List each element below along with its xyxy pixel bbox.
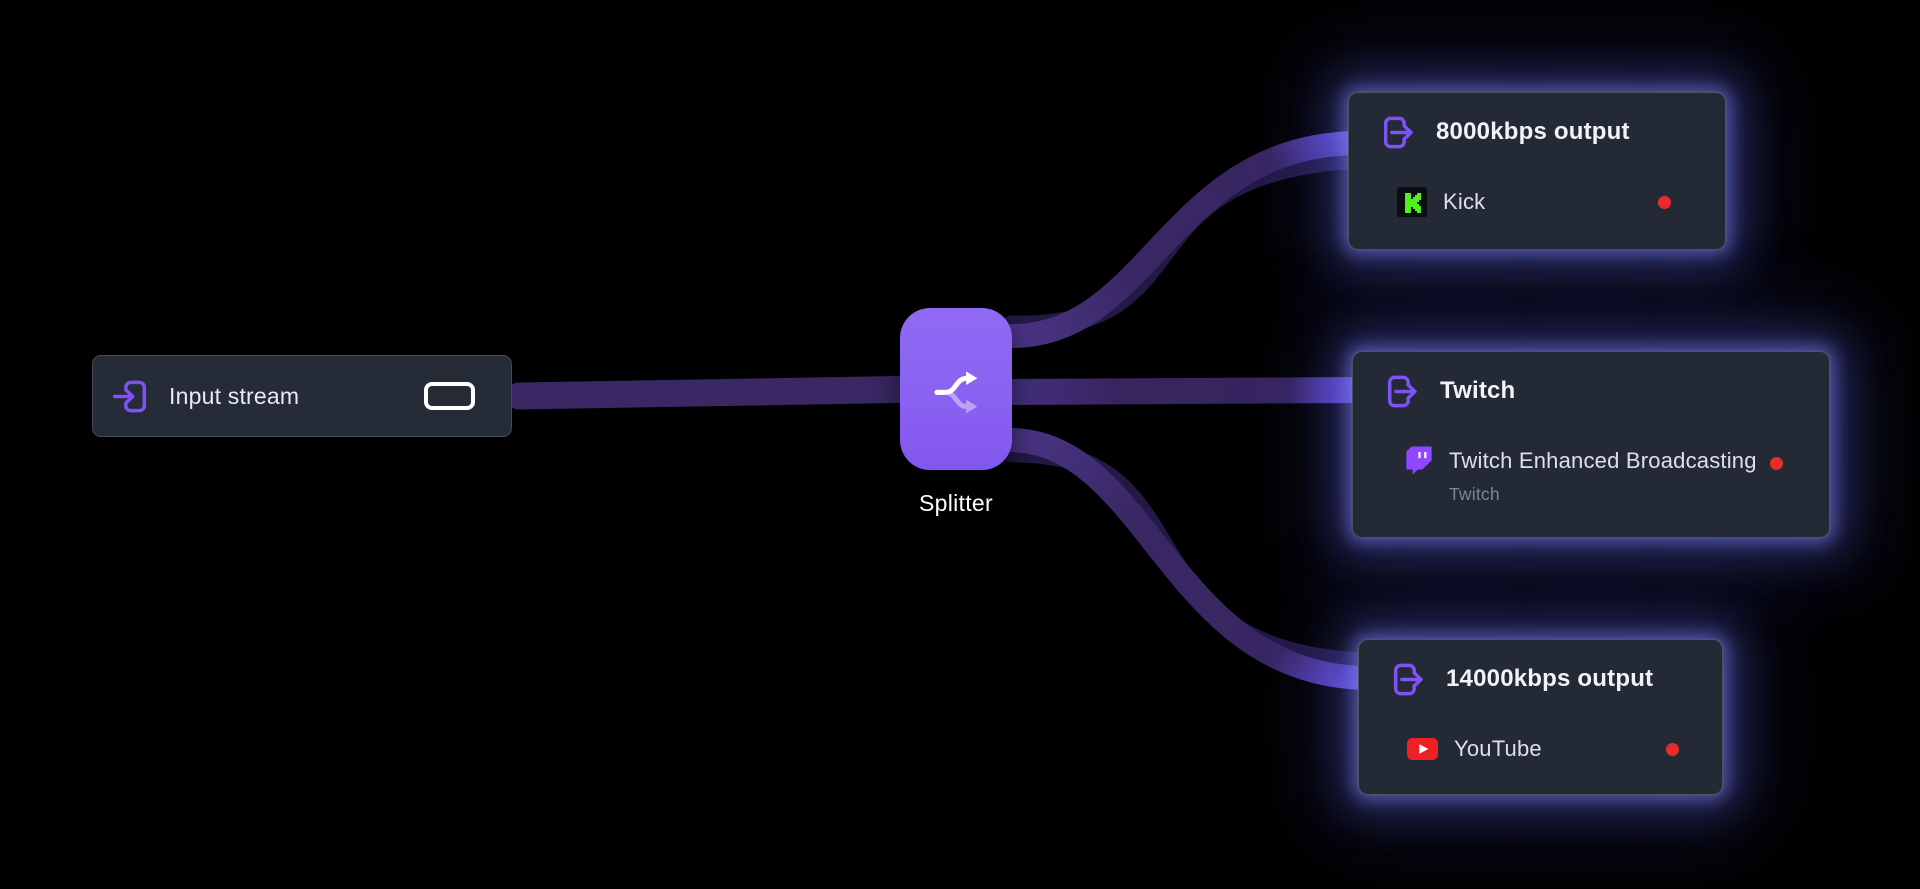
log-out-icon [1382,371,1423,412]
cable-splitter-to-youtube [1000,428,1378,690]
input-node-label: Input stream [169,382,300,409]
output-title: Twitch [1440,377,1516,404]
log-in-icon [111,376,152,417]
output-title: 14000kbps output [1446,665,1654,692]
cable-shadow-strand-youtube [1001,441,1373,674]
status-dot [1666,743,1679,756]
status-dot [1770,457,1783,470]
status-dot [1658,196,1671,209]
split-arrow-icon [929,362,983,416]
platform-name: YouTube [1454,735,1542,761]
log-out-icon [1388,659,1429,700]
cable-input-to-splitter [505,375,942,410]
twitch-logo [1405,446,1433,475]
kick-logo [1397,186,1427,217]
output-title: 8000kbps output [1436,118,1630,145]
platform-row[interactable]: Kick [1397,186,1485,217]
platform-row[interactable]: YouTube [1407,733,1542,764]
platform-row[interactable]: Twitch Enhanced Broadcasting [1405,445,1757,476]
output-header: 14000kbps output [1388,658,1653,700]
splitter-node-label: Splitter [919,490,993,516]
log-out-icon [1378,112,1419,153]
output-node-youtube[interactable]: 14000kbps output YouTube [1358,639,1723,795]
platform-name: Kick [1443,188,1486,214]
platform-sub-label: Twitch [1449,484,1500,504]
youtube-logo [1407,737,1438,760]
input-stream-node[interactable]: Input stream [92,355,512,437]
output-node-twitch[interactable]: Twitch Twitch Enhanced Broadcasting Twit… [1352,351,1830,538]
platform-name: Twitch Enhanced Broadcasting [1449,447,1757,473]
output-node-kick[interactable]: 8000kbps output Kick [1348,92,1726,250]
cable-shadow-strand-kick [1001,147,1369,337]
display-icon [424,382,475,410]
output-header: 8000kbps output [1378,111,1630,153]
output-header: Twitch [1382,370,1515,412]
splitter-node[interactable] [900,308,1012,470]
cable-splitter-to-kick [1000,131,1368,348]
cable-splitter-to-twitch [1011,377,1359,405]
